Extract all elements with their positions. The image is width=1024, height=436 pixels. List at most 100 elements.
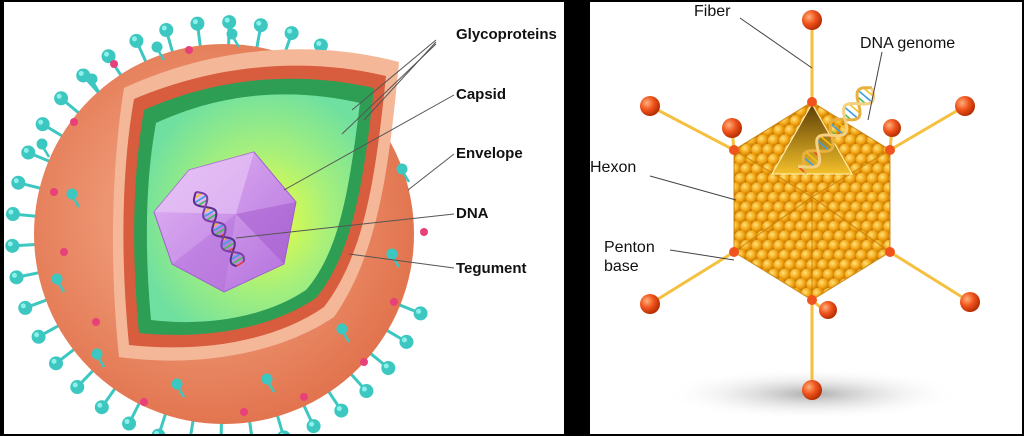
spike-highlight: [51, 358, 57, 364]
spike-head: [31, 329, 46, 344]
hexon-bead: [762, 143, 775, 157]
spike-highlight: [104, 51, 110, 57]
spike-highlight: [131, 36, 137, 42]
hexon-bead: [877, 211, 890, 224]
base-pair: [816, 139, 830, 152]
spike-head: [5, 238, 20, 253]
hexon-bead: [822, 102, 836, 109]
hexon-bead: [773, 143, 786, 157]
penton-base: [807, 97, 817, 107]
fiber-knob: [819, 301, 837, 319]
hexon-bead: [762, 278, 775, 291]
hexon-bead: [888, 230, 890, 243]
hexon-bead: [822, 211, 836, 224]
spike-highlight: [38, 119, 44, 125]
hexon-bead: [740, 143, 753, 157]
hexon-bead: [861, 297, 874, 300]
hexon-bead: [877, 268, 890, 281]
spike-highlight: [124, 419, 130, 425]
hexon-bead: [778, 230, 792, 243]
spike-highlight: [72, 382, 78, 388]
hexon-bead: [740, 201, 753, 214]
hexon-bead: [850, 259, 863, 272]
hexon-bead: [789, 230, 803, 243]
label-fiber: Fiber: [694, 3, 731, 20]
hexon-bead: [877, 287, 890, 300]
base-pair: [829, 122, 845, 136]
enveloped-virus-panel: Glycoproteins Capsid Envelope DNA Tegume…: [4, 2, 564, 434]
spike-highlight: [56, 93, 62, 99]
fiber-knob: [640, 294, 660, 314]
hexon-bead: [740, 297, 753, 300]
hexon-bead: [811, 268, 825, 281]
hexon-bead: [861, 239, 874, 253]
hexon-bead: [894, 297, 906, 309]
spike-head: [94, 400, 109, 415]
hexon-bead: [773, 259, 786, 272]
envelope-protein-dot: [92, 318, 100, 326]
label-capsid: Capsid: [456, 86, 507, 103]
hexon-bead: [795, 201, 808, 214]
hexon-bead: [751, 220, 764, 233]
hexon-bead: [877, 102, 890, 109]
base-pair: [848, 103, 861, 114]
hexon-bead: [740, 239, 753, 253]
hexon-bead: [751, 201, 764, 214]
hexon-bead: [734, 259, 742, 272]
hexon-bead: [734, 268, 737, 281]
hexon-bead: [839, 201, 852, 214]
hexon-bead: [789, 191, 803, 205]
hexon-bead: [883, 297, 890, 300]
base-pair: [843, 106, 859, 119]
fiber-shaft: [649, 250, 735, 306]
envelope-protein-dot: [390, 298, 398, 306]
base-pair: [211, 223, 225, 233]
hexon-bead: [866, 230, 880, 243]
envelope-protein-dot: [420, 228, 428, 236]
hexon-bead: [833, 287, 847, 300]
spike-highlight: [192, 19, 198, 25]
hexon-bead: [767, 102, 781, 109]
hexon-bead: [806, 182, 819, 195]
spike-head: [5, 207, 20, 222]
hexon-bead: [855, 191, 869, 205]
hexon-bead: [800, 268, 814, 281]
hexon-bead: [861, 278, 874, 291]
hexon-bead: [839, 220, 852, 233]
envelope-protein-dot: [140, 398, 148, 406]
spike-head: [129, 33, 144, 48]
hexon-bead: [789, 268, 803, 281]
hexon-bead: [789, 211, 803, 224]
spike-head: [253, 18, 268, 33]
spike-head: [35, 117, 50, 132]
hexon-bead: [789, 172, 803, 185]
hexon-bead: [844, 287, 858, 300]
hexon-bead: [745, 115, 759, 128]
hexon-bead: [850, 239, 863, 253]
hexon-bead: [850, 182, 863, 195]
hexon-bead: [822, 191, 836, 205]
hexon-bead: [734, 287, 737, 300]
hexon-bead: [833, 191, 847, 205]
hexon-bead: [745, 268, 759, 281]
fiber-knob: [722, 118, 742, 138]
spike-highlight: [20, 303, 26, 309]
hexon-bead: [844, 134, 858, 147]
hexon-bead: [888, 268, 890, 281]
hexon-bead: [795, 239, 808, 253]
helix-strand: [798, 87, 876, 169]
hexon-bead: [762, 201, 775, 214]
hexon-bead: [756, 211, 770, 224]
hexon-bead: [789, 249, 803, 262]
surface-spike-head: [91, 348, 103, 360]
hexon-bead: [773, 220, 786, 233]
base-pair: [205, 213, 217, 221]
hexon-bead: [839, 297, 852, 300]
hexon-bead: [800, 191, 814, 205]
label-envelope: Envelope: [456, 145, 523, 162]
spike-highlight: [97, 402, 103, 408]
spike-head: [222, 15, 237, 30]
hexon-bead: [855, 172, 869, 185]
penton-base: [807, 295, 817, 305]
spike-head: [399, 334, 414, 349]
